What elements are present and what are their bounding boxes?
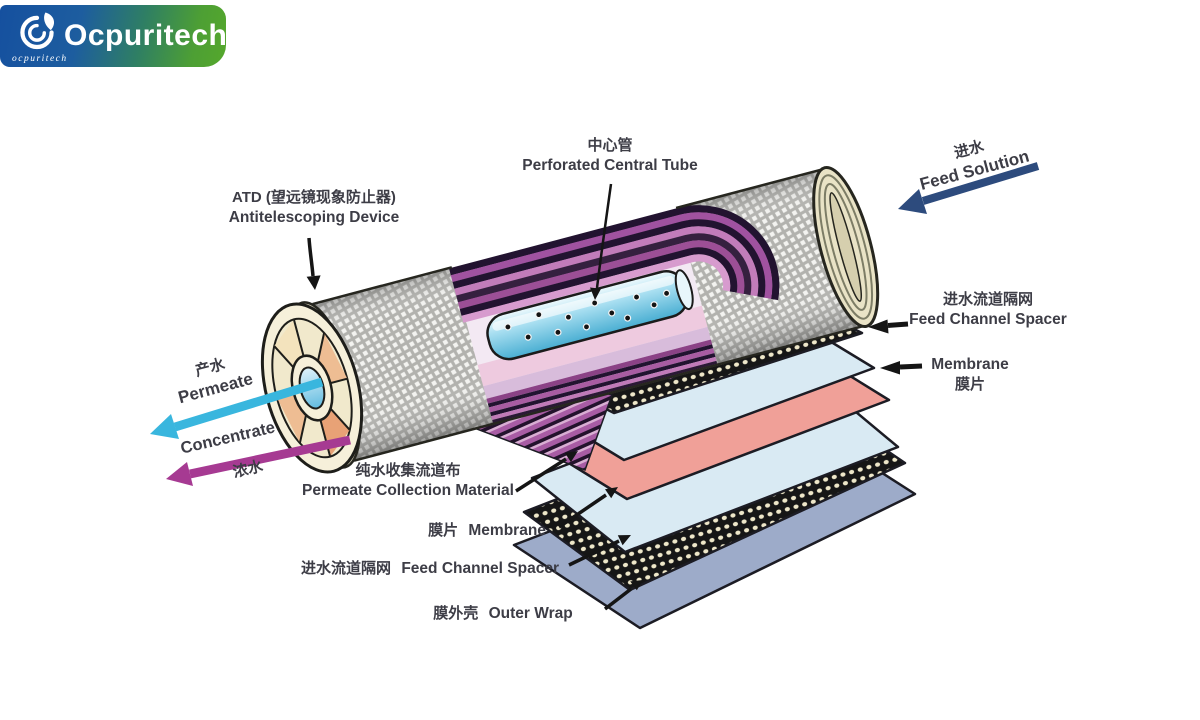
pointer-arrows — [306, 183, 923, 611]
concentrate-arrow — [166, 435, 351, 486]
water-swirl-leaf-icon — [20, 12, 55, 50]
feed-solution-arrow — [898, 162, 1040, 214]
feed-channel-spacer-bottom-label: 进水流道隔网 Feed Channel Spacer — [301, 560, 559, 577]
outer-wrap-label: 膜外壳 Outer Wrap — [433, 605, 573, 622]
permeate-arrow — [150, 377, 324, 439]
atd-label: ATD (望远镜现象防止器) Antitelescoping Device — [228, 189, 400, 226]
perforated-central-tube — [486, 269, 694, 361]
feed-end-cap — [812, 165, 880, 329]
brand-logo: Ocpuritech ocpuritech — [0, 5, 228, 67]
brand-tagline: ocpuritech — [12, 54, 68, 64]
membrane-right-label: Membrane 膜片 — [931, 356, 1009, 394]
central-tube-label: 中心管 Perforated Central Tube — [522, 137, 698, 174]
feed-channel-spacer-right-label: 进水流道隔网 Feed Channel Spacer — [909, 291, 1067, 328]
membrane-bottom-label: 膜片 Membrane — [428, 522, 546, 539]
brand-name: Ocpuritech — [64, 19, 228, 52]
permeate-collection-material-label: 纯水收集流道布 Permeate Collection Material — [302, 462, 514, 499]
perforation-dots — [504, 289, 671, 341]
membrane-module-cylinder — [260, 165, 880, 474]
wound-layer-curl — [449, 205, 780, 323]
